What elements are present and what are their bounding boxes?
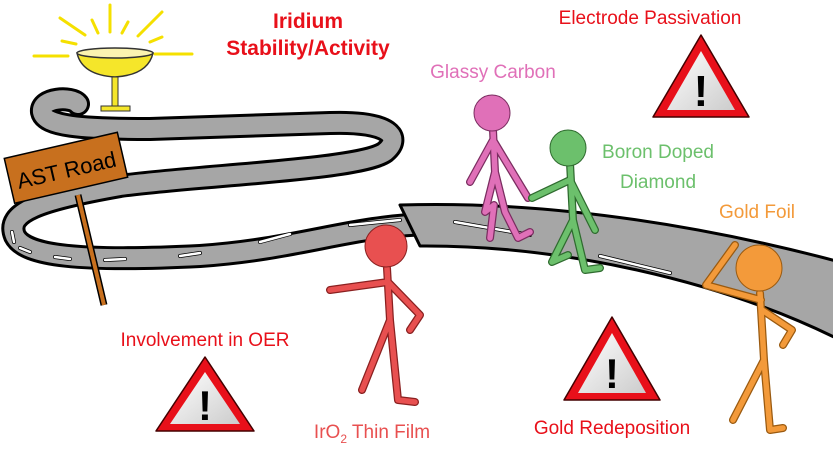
label-boron-doped: Boron Doped (602, 142, 714, 163)
road (1, 87, 833, 339)
warning-oer-icon: ! (155, 356, 255, 432)
label-gold-foil: Gold Foil (719, 202, 795, 223)
exclamation-mark: ! (694, 67, 709, 116)
title-line1: Iridium (273, 10, 343, 33)
figure-boron-doped-diamond (528, 129, 604, 274)
label-gold-redeposition: Gold Redeposition (534, 418, 690, 439)
label-iro2-thin-film: IrO2 Thin Film (314, 422, 430, 446)
label-involvement-oer: Involvement in OER (121, 330, 290, 351)
exclamation-mark: ! (198, 382, 212, 429)
label-glassy-carbon: Glassy Carbon (430, 62, 556, 83)
figure-glassy-carbon (466, 94, 534, 242)
label-electrode-passivation: Electrode Passivation (559, 8, 742, 29)
exclamation-mark: ! (605, 350, 619, 397)
warning-passivation-icon: ! (652, 34, 750, 118)
trophy-cup-icon (32, 3, 194, 112)
figure-iro2-thin-film (326, 224, 424, 406)
title-line2: Stability/Activity (226, 37, 390, 60)
figure-gold-foil (702, 241, 796, 434)
warning-redeposition-icon: ! (563, 316, 661, 401)
label-diamond: Diamond (620, 172, 696, 193)
